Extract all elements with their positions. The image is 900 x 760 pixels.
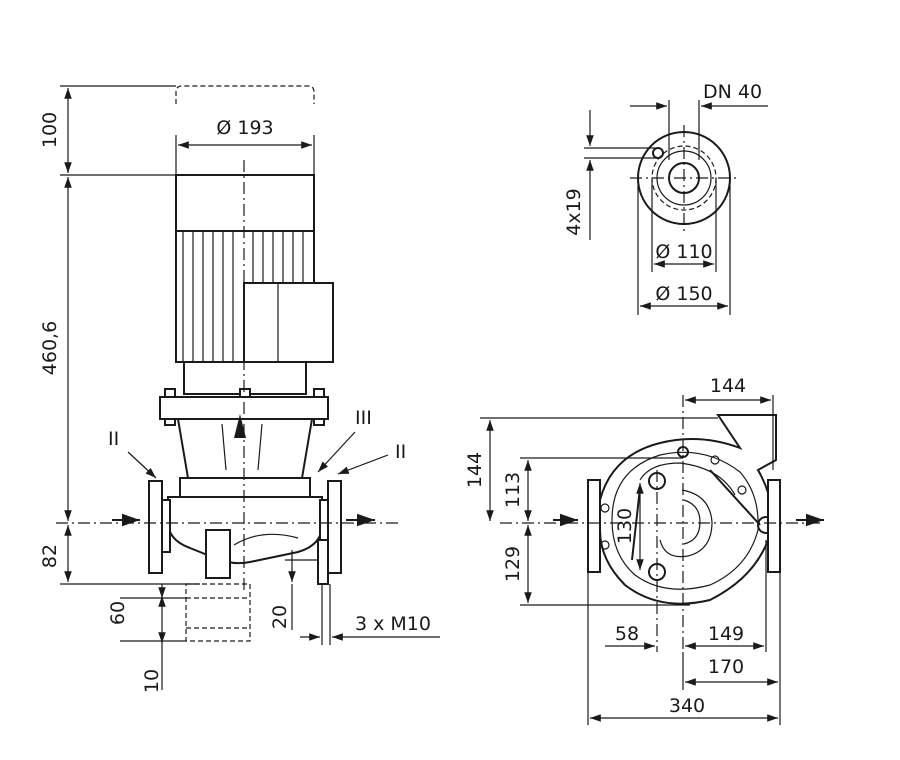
dim-base-block-height: 60 [107, 601, 129, 625]
dim-base-step: 10 [141, 669, 163, 693]
dim-plan-depth-bottom: 129 [502, 546, 524, 582]
dim-motor-clearance: 100 [39, 112, 61, 148]
dim-plan-depth-mid: 113 [502, 472, 524, 508]
dim-nominal-diameter: DN 40 [703, 81, 762, 103]
dim-plan-right-offset-2: 170 [708, 656, 744, 678]
motor-clearance-outline [175, 85, 315, 104]
dim-total-height: 460,6 [39, 321, 61, 375]
terminal-box [243, 282, 334, 363]
plan-inlet-flange [587, 479, 601, 573]
flange-view: DN 40 4x19 Ø 110 Ø 150 [563, 81, 768, 315]
dim-foot-bolts: 3 x M10 [355, 613, 431, 635]
inlet-flange [148, 480, 163, 574]
base-block [185, 583, 251, 642]
plan-outlet-flange [767, 479, 781, 573]
dim-pitch-circle: Ø 110 [655, 241, 712, 263]
marker-top: III [355, 407, 372, 429]
pump-foot [205, 529, 231, 579]
dim-motor-diameter: Ø 193 [216, 117, 273, 139]
motor-cooling-fins [182, 231, 304, 362]
marker-right: II [395, 441, 406, 463]
dim-outer-diameter: Ø 150 [655, 283, 712, 305]
side-view: 100 460,6 82 Ø 193 60 10 20 3 x M10 II I… [39, 85, 440, 693]
motor-fan-cover [175, 174, 315, 232]
dim-plan-right-offset-1: 149 [708, 623, 744, 645]
dim-bolt-holes: 4x19 [563, 188, 585, 236]
dim-flange-axis-height: 82 [39, 544, 61, 568]
lantern [176, 418, 314, 479]
dim-plan-total-width: 340 [669, 695, 705, 717]
plan-volute [639, 462, 736, 558]
dim-plan-bolt-spacing: 130 [614, 508, 636, 544]
dim-plan-depth-top: 144 [464, 452, 486, 488]
dim-foot-height: 20 [269, 605, 291, 629]
bolt-hole [652, 147, 664, 159]
dim-plan-top-width: 144 [710, 375, 746, 397]
pump-housing [167, 496, 323, 565]
marker-left: II [108, 428, 119, 450]
plan-view: 144 144 113 130 129 58 149 170 340 [464, 375, 824, 725]
outlet-flange [327, 480, 342, 574]
dim-plan-left-offset: 58 [615, 623, 639, 645]
